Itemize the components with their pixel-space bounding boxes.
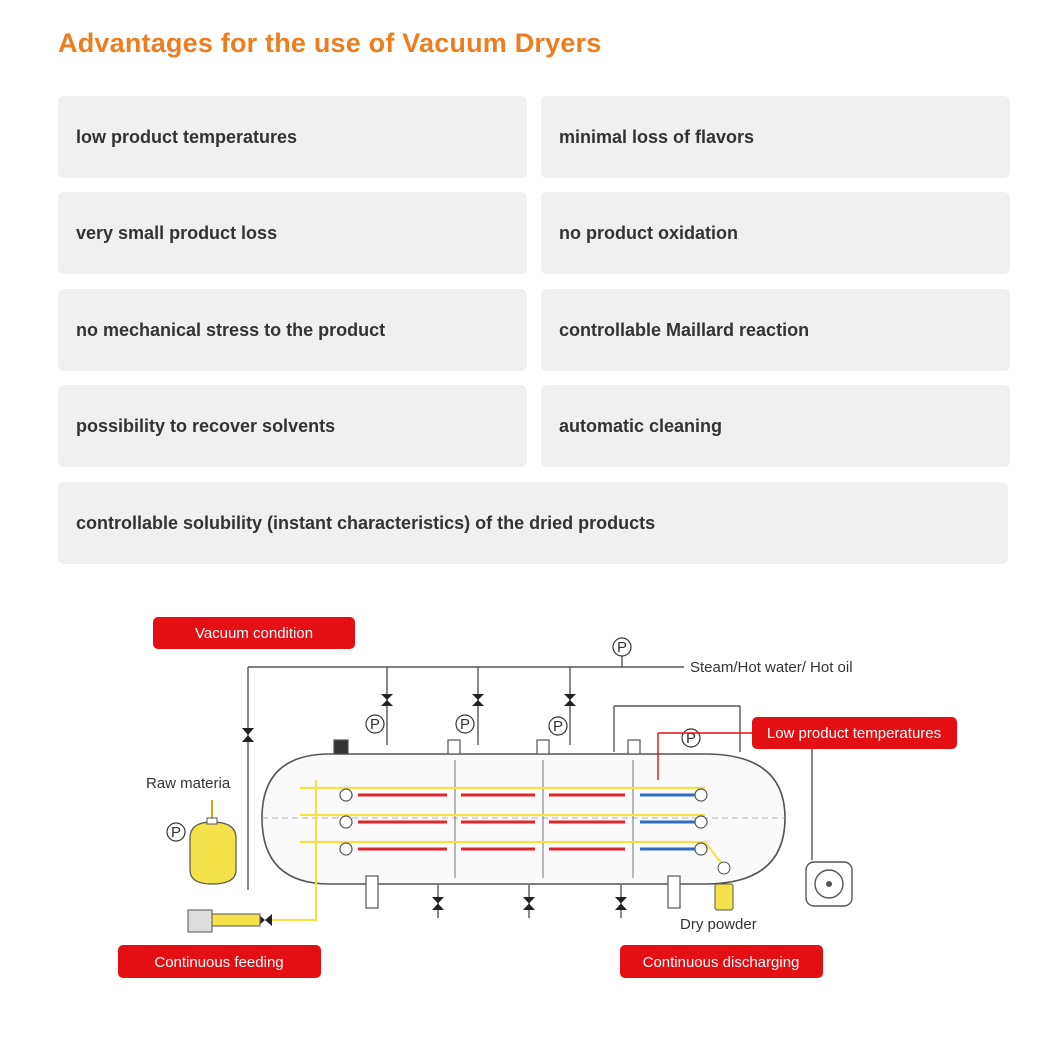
advantage-card: controllable Maillard reaction: [541, 289, 1010, 371]
badge-continuous-feeding: Continuous feeding: [118, 945, 321, 978]
feed-lines: [272, 780, 726, 922]
badge-text: Continuous feeding: [154, 954, 283, 971]
advantage-card: minimal loss of flavors: [541, 96, 1010, 178]
roller-ends: [339, 788, 708, 856]
advantage-card: no product oxidation: [541, 192, 1010, 274]
pressure-gauges: P P P P P P: [166, 637, 701, 842]
valves: [242, 694, 627, 926]
pressure-gauge-label: P: [686, 730, 696, 747]
pressure-gauge-label: P: [370, 716, 380, 733]
dry-powder-label: Dry powder: [680, 916, 757, 933]
advantage-card: low product temperatures: [58, 96, 527, 178]
raw-material-tank: [187, 800, 261, 933]
heat-source-label: Steam/Hot water/ Hot oil: [690, 659, 853, 676]
badge-vacuum-condition: Vacuum condition: [153, 617, 355, 649]
heating-belts: [358, 793, 700, 851]
pressure-gauge-label: P: [553, 718, 563, 735]
badge-text: Continuous discharging: [643, 954, 800, 971]
dry-powder-collector: [714, 861, 734, 911]
badge-text: Vacuum condition: [195, 625, 313, 642]
pressure-gauge-label: P: [460, 716, 470, 733]
badge-continuous-discharging: Continuous discharging: [620, 945, 823, 978]
raw-material-label: Raw materia: [146, 775, 231, 792]
pressure-gauge-label: P: [171, 824, 181, 841]
advantage-card: possibility to recover solvents: [58, 385, 527, 467]
badge-low-temperatures: Low product temperatures: [752, 717, 957, 749]
vacuum-pump: [805, 861, 853, 907]
advantage-card: very small product loss: [58, 192, 527, 274]
page-title: Advantages for the use of Vacuum Dryers: [58, 28, 602, 58]
pressure-gauge-label: P: [617, 639, 627, 656]
advantage-card: no mechanical stress to the product: [58, 289, 527, 371]
badge-text: Low product temperatures: [767, 725, 941, 742]
advantage-card-wide: controllable solubility (instant charact…: [58, 482, 1008, 564]
advantage-card: automatic cleaning: [541, 385, 1010, 467]
